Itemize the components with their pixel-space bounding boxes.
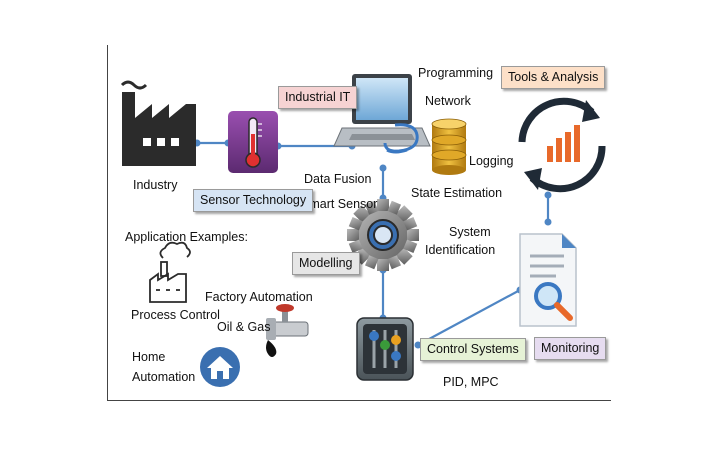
laptop-icon [333, 74, 431, 154]
system-identification-label-1: System [449, 225, 491, 239]
cycle-chart-icon [518, 97, 606, 193]
monitoring-box: Monitoring [534, 337, 607, 360]
gear-icon [347, 199, 419, 271]
smart-sensor-label: Smart Sensor [301, 197, 378, 211]
network-label: Network [425, 94, 471, 108]
control-systems-box: Control Systems [420, 338, 526, 361]
control-panel-icon [356, 317, 414, 381]
process-control-label: Process Control [131, 308, 220, 322]
thermometer-sensor-icon [228, 111, 278, 173]
modelling-box: Modelling [292, 252, 360, 275]
report-magnifier-icon [519, 233, 577, 327]
application-examples-label: Application Examples: [125, 230, 248, 244]
data-fusion-label: Data Fusion [304, 172, 372, 186]
state-estimation-label: State Estimation [411, 186, 503, 200]
home-automation-label-1: Home [132, 350, 166, 364]
factory-icon [120, 80, 196, 166]
home-automation-label-2: Automation [132, 370, 196, 384]
industry-label: Industry [133, 178, 178, 192]
industrial-it-box: Industrial IT [278, 86, 358, 109]
logging-label: Logging [469, 154, 514, 168]
factory-automation-label: Factory Automation [205, 290, 313, 304]
system-identification-label-2: Identification [425, 243, 496, 257]
tools-analysis-box: Tools & Analysis [501, 66, 606, 89]
pid-mpc-label: PID, MPC [443, 375, 499, 389]
programming-label: Programming [418, 66, 494, 80]
sensor-technology-box: Sensor Technology [193, 189, 314, 212]
database-icon [431, 118, 467, 175]
home-icon [200, 347, 240, 387]
oil-gas-label: Oil & Gas [217, 320, 271, 334]
oil-valve-icon [266, 304, 309, 357]
small-factory-icon [149, 241, 191, 303]
